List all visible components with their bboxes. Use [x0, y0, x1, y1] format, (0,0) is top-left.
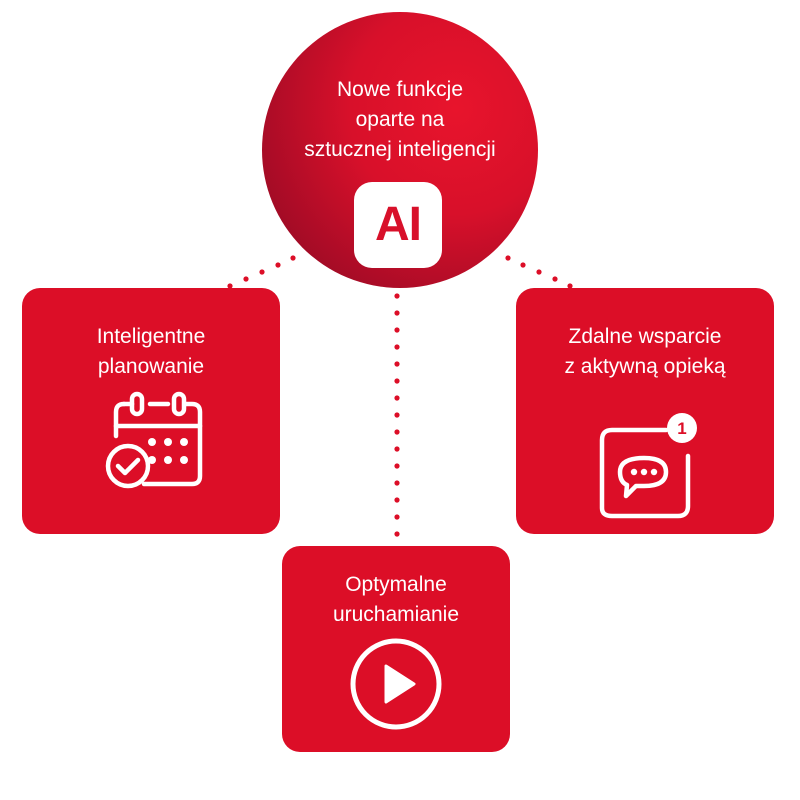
card-title-line: z aktywną opieką [564, 355, 726, 378]
connector-dot [394, 412, 400, 418]
connector-dot [394, 463, 400, 469]
hub-title-line: Nowe funkcje [336, 78, 464, 101]
card-title-line: Inteligentne [96, 325, 206, 348]
connector-dot [259, 269, 265, 275]
connector-dot [394, 395, 400, 401]
connector-dot [394, 293, 400, 299]
connector-dot [505, 255, 511, 261]
connector-dot [290, 255, 296, 261]
connector-dot [394, 497, 400, 503]
ai-badge: AI [354, 182, 442, 268]
connector-dot [227, 283, 233, 289]
ai-hub-circle: Nowe funkcje oparte na sztucznej intelig… [262, 12, 538, 288]
card-remote-support: Zdalne wsparcie z aktywną opieką 1 [516, 288, 774, 534]
connector-dot [394, 429, 400, 435]
notification-count: 1 [677, 419, 686, 438]
connector-dot [394, 531, 400, 537]
card-title-line: uruchamianie [332, 603, 460, 626]
connector-dot [243, 276, 249, 282]
card-optimal-launch: Optymalne uruchamianie [282, 546, 510, 752]
card-title-line: planowanie [97, 355, 205, 378]
chat-notification-icon: 1 [596, 412, 700, 520]
card-smart-planning: Inteligentne planowanie [22, 288, 280, 534]
card-title: Optymalne uruchamianie [282, 570, 510, 630]
connector-dot [394, 327, 400, 333]
connector-dot [394, 378, 400, 384]
connector-dot [394, 514, 400, 520]
connector-dot [394, 446, 400, 452]
calendar-check-icon [104, 390, 208, 490]
card-title: Inteligentne planowanie [22, 322, 280, 382]
connector-dot [552, 276, 558, 282]
card-title: Zdalne wsparcie z aktywną opieką [516, 322, 774, 382]
connector-dot [394, 361, 400, 367]
connector-dot [394, 480, 400, 486]
connector-dot [520, 262, 526, 268]
connector-dot [394, 344, 400, 350]
connector-dot [536, 269, 542, 275]
connector-dot [394, 310, 400, 316]
connector-dot [275, 262, 281, 268]
card-title-line: Optymalne [345, 573, 447, 596]
play-icon [348, 636, 444, 732]
hub-title-line: oparte na [355, 108, 445, 131]
connector-dot [567, 283, 573, 289]
hub-title: Nowe funkcje oparte na sztucznej intelig… [262, 75, 538, 165]
hub-title-line: sztucznej inteligencji [304, 138, 496, 161]
card-title-line: Zdalne wsparcie [568, 325, 722, 348]
